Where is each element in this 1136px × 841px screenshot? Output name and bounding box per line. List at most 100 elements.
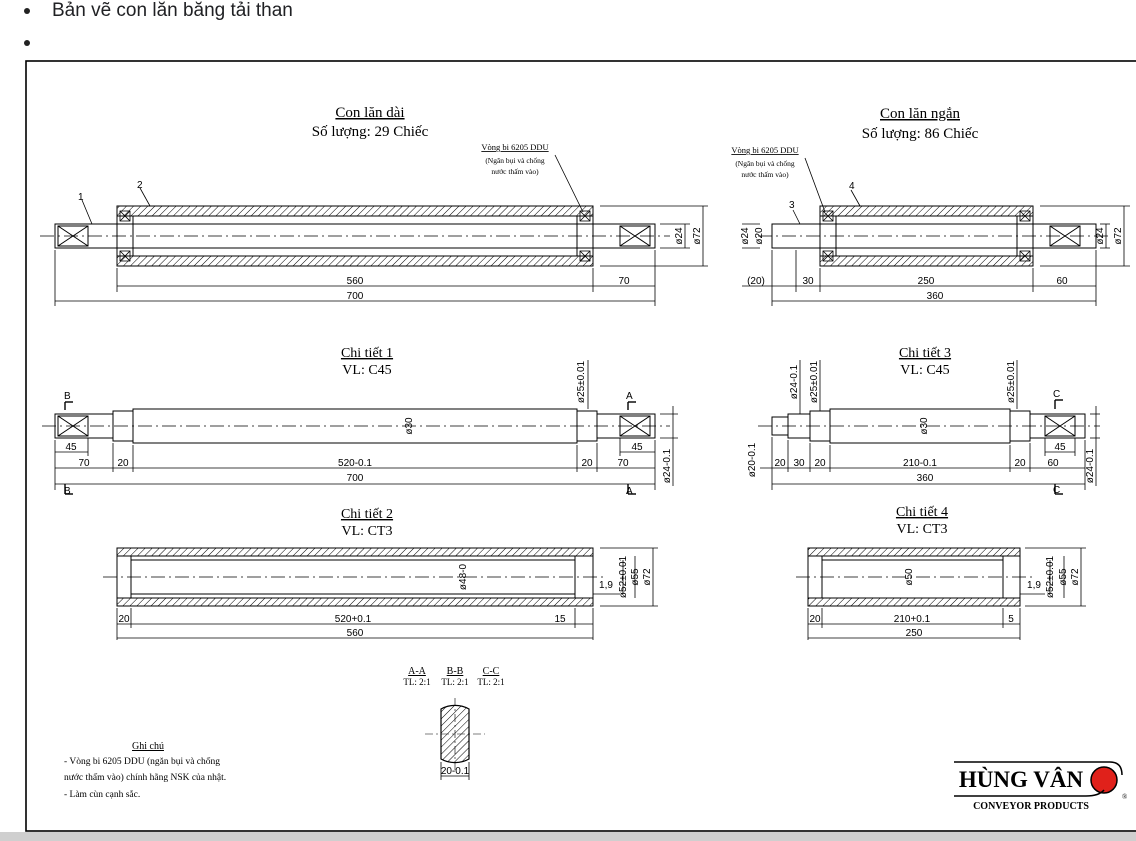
dimension-label: 700 bbox=[347, 291, 364, 302]
dimension-label: 60 bbox=[1056, 276, 1068, 287]
dimension-label: ø20 bbox=[754, 227, 765, 245]
dimension-label: ø25±0.01 bbox=[809, 360, 820, 403]
logo-subtitle: CONVEYOR PRODUCTS bbox=[973, 801, 1089, 812]
detail-2-tube: Chi tiết 2 VL: CT3 20 520+0.1 15 560 ø48… bbox=[103, 507, 658, 640]
dimension-label: ø20-0.1 bbox=[747, 442, 758, 477]
dimension-label: ø25±0.01 bbox=[576, 360, 587, 403]
dimension-label: 20 bbox=[1014, 458, 1026, 469]
bullet-item-label: Bản vẽ con lăn băng tải than bbox=[52, 0, 293, 21]
detail-3-shaft: Chi tiết 3 VL: C45 C C ø bbox=[747, 346, 1100, 496]
dimension-label: 360 bbox=[917, 473, 934, 484]
detail-title: Chi tiết 1 bbox=[341, 346, 393, 361]
section-mark: B bbox=[64, 486, 71, 497]
dimension-label: 30 bbox=[793, 458, 805, 469]
logo-brand: HÙNG VÂN bbox=[959, 766, 1084, 792]
dimension-label: ø72 bbox=[692, 227, 703, 245]
dimension-label: ø48-0 bbox=[458, 564, 469, 591]
dimension-label: ø24 bbox=[740, 227, 751, 245]
part-number: 1 bbox=[78, 192, 84, 203]
dimension-label: ø25±0.01 bbox=[1006, 360, 1017, 403]
bearing-note-line: (Ngăn bụi và chống bbox=[485, 156, 545, 165]
dimension-label: ø24-0.1 bbox=[789, 364, 800, 399]
dimension-label: 30 bbox=[802, 276, 814, 287]
dimension-label: ø24-0.1 bbox=[1085, 448, 1096, 483]
bearing-note-line: nước thấm vào) bbox=[491, 167, 539, 176]
section-label: A-A bbox=[408, 666, 427, 677]
dimension-label: 20 bbox=[581, 458, 593, 469]
detail-title: Chi tiết 4 bbox=[896, 505, 948, 520]
short-roller-quantity: Số lượng: 86 Chiếc bbox=[862, 126, 979, 142]
dimension-label: 560 bbox=[347, 276, 364, 287]
notes-title: Ghi chú bbox=[132, 741, 164, 752]
dimension-label: ø72 bbox=[1113, 227, 1124, 245]
dimension-label: ø30 bbox=[919, 417, 930, 435]
tube-wall bbox=[116, 205, 594, 217]
section-scale: TL: 2:1 bbox=[441, 677, 468, 687]
dimension-label: 700 bbox=[347, 473, 364, 484]
detail-title: Chi tiết 2 bbox=[341, 507, 393, 522]
dimension-label: 1,9 bbox=[599, 580, 613, 591]
detail-material: VL: CT3 bbox=[342, 524, 393, 539]
tube-wall bbox=[116, 255, 594, 267]
dimension-label: 20 bbox=[774, 458, 786, 469]
short-roller-assembly: Con lăn ngắn Số lượng: 86 Chiếc Vòng bi … bbox=[731, 106, 1130, 306]
dimension-label: 70 bbox=[618, 276, 630, 287]
dimension-label: 60 bbox=[1047, 458, 1059, 469]
long-roller-assembly: Con lăn dài Số lượng: 29 Chiếc Vòng bi 6… bbox=[40, 105, 708, 306]
bearing-note-title: Vòng bi 6205 DDU bbox=[731, 145, 798, 155]
dimension-label: (20) bbox=[747, 276, 765, 287]
dimension-label: ø24 bbox=[674, 227, 685, 245]
bullet-dot-icon bbox=[24, 40, 30, 46]
long-roller-quantity: Số lượng: 29 Chiếc bbox=[312, 124, 429, 140]
notes-line: - Vòng bi 6205 DDU (ngăn bụi và chống bbox=[64, 756, 220, 767]
dimension-label: 20 bbox=[118, 614, 130, 625]
bearing-note-line: nước thấm vào) bbox=[741, 170, 789, 179]
dimension-label: 250 bbox=[906, 628, 923, 639]
notes-line: - Làm cùn cạnh sắc. bbox=[64, 789, 140, 800]
dimension-label: 360 bbox=[927, 291, 944, 302]
dimension-label: ø52±0.01 bbox=[618, 555, 629, 598]
dimension-label: 45 bbox=[65, 442, 77, 453]
detail-material: VL: CT3 bbox=[897, 522, 948, 537]
dimension-label: 1,9 bbox=[1027, 580, 1041, 591]
detail-material: VL: C45 bbox=[342, 363, 391, 378]
dimension-label: 560 bbox=[347, 628, 364, 639]
section-mark: C bbox=[1053, 485, 1060, 496]
section-label: C-C bbox=[483, 666, 500, 677]
drawing-frame bbox=[25, 60, 1136, 832]
dimension-label: 70 bbox=[78, 458, 90, 469]
dimension-label: 15 bbox=[554, 614, 566, 625]
dimension-label: ø55 bbox=[630, 568, 641, 586]
long-roller-title: Con lăn dài bbox=[335, 105, 404, 121]
section-mark: B bbox=[64, 391, 71, 402]
dimension-label: ø24-0.1 bbox=[662, 448, 673, 483]
dimension-label: 210+0.1 bbox=[894, 614, 931, 625]
section-mark: A bbox=[626, 486, 633, 497]
dimension-label: ø55 bbox=[1058, 568, 1069, 586]
dimension-label: 210-0.1 bbox=[903, 458, 937, 469]
dimension-label: 5 bbox=[1008, 614, 1014, 625]
detail-title: Chi tiết 3 bbox=[899, 346, 951, 361]
bearing-note-line: (Ngăn bụi và chống bbox=[735, 159, 795, 168]
dimension-label: 70 bbox=[617, 458, 629, 469]
company-logo: HÙNG VÂN CONVEYOR PRODUCTS ® bbox=[940, 745, 1136, 825]
logo-registered-mark: ® bbox=[1122, 793, 1128, 801]
part-number: 4 bbox=[849, 181, 855, 192]
logo-mark-icon bbox=[1090, 766, 1118, 794]
dimension-label: 250 bbox=[918, 276, 935, 287]
detail-4-tube: Chi tiết 4 VL: CT3 20 210+0.1 5 250 ø50 … bbox=[796, 505, 1086, 640]
dimension-label: 520+0.1 bbox=[335, 614, 372, 625]
dimension-label: ø30 bbox=[404, 417, 415, 435]
dimension-label: 20 bbox=[117, 458, 129, 469]
notes-block: Ghi chú - Vòng bi 6205 DDU (ngăn bụi và … bbox=[64, 741, 226, 800]
notes-line: nước thấm vào) chính hãng NSK của nhật. bbox=[64, 772, 226, 783]
dimension-label: 20-0.1 bbox=[441, 766, 470, 777]
part-number: 2 bbox=[137, 180, 143, 191]
bearing-note-title: Vòng bi 6205 DDU bbox=[481, 142, 548, 152]
section-mark: C bbox=[1053, 389, 1060, 400]
section-scale: TL: 2:1 bbox=[403, 677, 430, 687]
dimension-label: ø52±0.01 bbox=[1045, 555, 1056, 598]
page-scrollbar-track[interactable] bbox=[0, 832, 1136, 841]
dimension-label: 520-0.1 bbox=[338, 458, 372, 469]
